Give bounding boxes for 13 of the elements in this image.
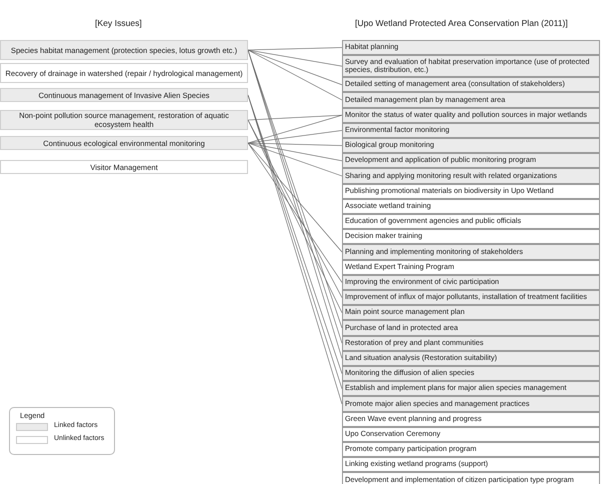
connector-line [248,142,342,176]
column-heading: [Upo Wetland Protected Area Conservation Plan (2011)] [355,18,568,28]
connector-line [248,142,342,283]
connector-line [248,114,342,144]
connector-line [248,50,342,66]
column-heading: [Key Issues] [95,18,142,28]
connector-line [248,142,342,162]
connector-line [248,142,342,252]
connector-line [248,50,342,86]
connector-line [248,114,342,120]
connector-line [248,142,342,146]
connector-line [248,50,342,100]
connector-line [248,47,342,50]
